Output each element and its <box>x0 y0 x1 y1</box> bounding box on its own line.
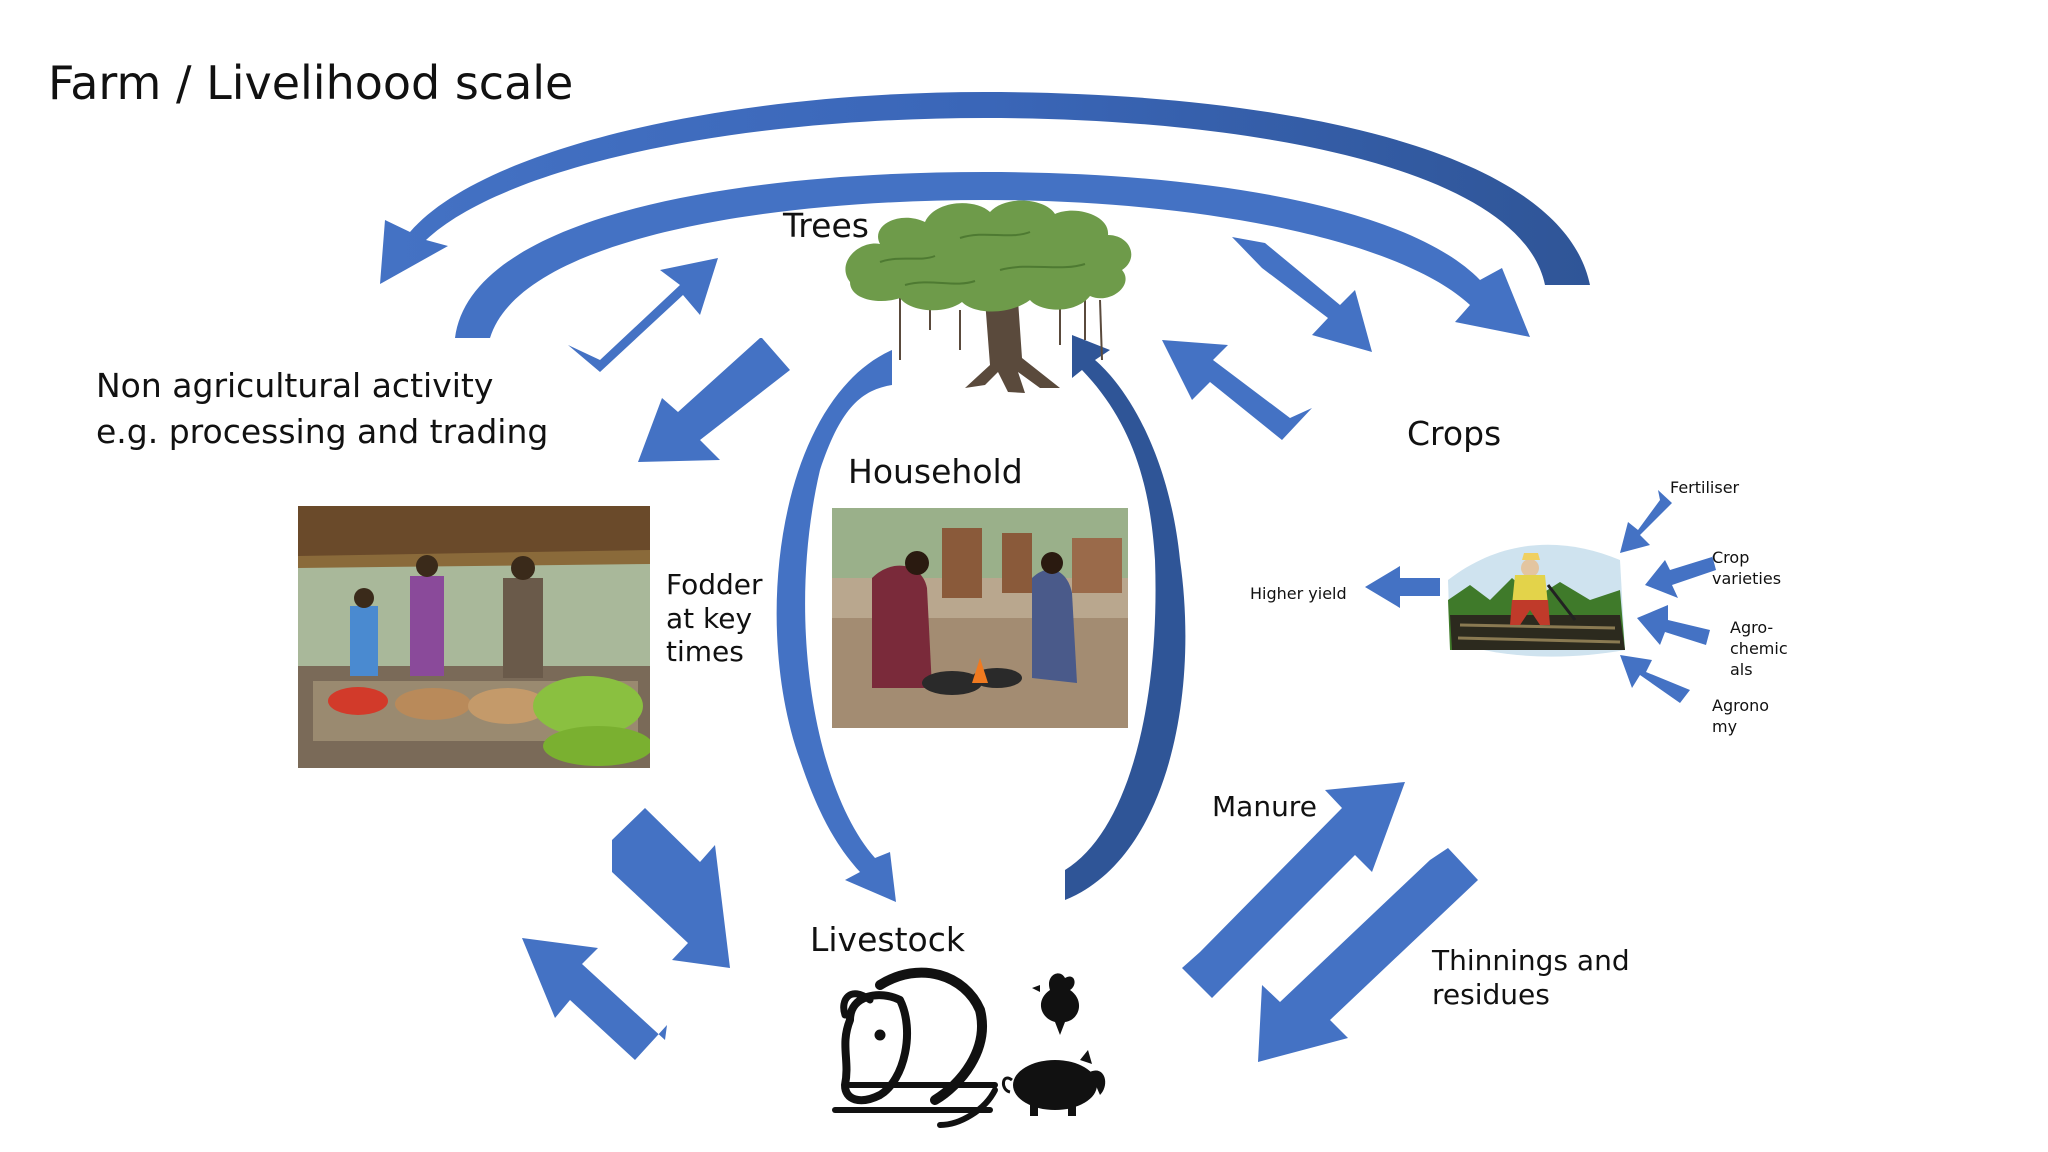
label-crop-varieties-line-2: varieties <box>1712 568 1782 588</box>
market-photo <box>298 506 650 768</box>
arrow-higher-yield <box>1365 566 1440 608</box>
label-thinnings-line-2: residues <box>1432 977 1550 1011</box>
label-agrochem-line-3: als <box>1730 659 1753 679</box>
label-fodder-line-3: times <box>666 635 744 669</box>
label-non-ag-line-1: Non agricultural activity <box>96 366 494 405</box>
arrow-fertiliser <box>1620 490 1672 553</box>
cow-icon <box>832 967 998 1128</box>
label-thinnings: Thinnings and residues <box>1432 944 1630 1011</box>
label-agrochem-line-2: chemic <box>1730 638 1788 658</box>
page-title: Farm / Livelihood scale <box>48 56 574 110</box>
tree-illustration <box>845 200 1132 393</box>
arrow-nonag-to-livestock <box>612 808 730 968</box>
label-non-agricultural-activity: Non agricultural activity e.g. processin… <box>96 366 548 451</box>
label-manure: Manure <box>1212 790 1317 823</box>
label-trees: Trees <box>783 206 869 245</box>
chicken-icon <box>1032 973 1080 1035</box>
label-crop-varieties-line-1: Crop <box>1712 548 1750 567</box>
label-higher-yield: Higher yield <box>1250 584 1347 603</box>
label-agronomy: Agrono my <box>1712 696 1769 738</box>
label-fodder-line-1: Fodder <box>666 568 763 601</box>
arrow-manure <box>1182 782 1405 998</box>
pig-icon <box>1002 1050 1106 1116</box>
arrow-agronomy <box>1620 655 1690 703</box>
label-fodder: Fodder at key times <box>666 568 763 669</box>
arrow-agrochemicals <box>1637 605 1710 645</box>
label-agronomy-line-2: my <box>1712 716 1738 736</box>
arrow-thinnings <box>1258 848 1478 1062</box>
straight-arrows <box>522 237 1716 1062</box>
label-agrochem-line-1: Agro- <box>1730 618 1774 637</box>
label-agrochemicals: Agro- chemic als <box>1730 618 1788 680</box>
label-non-ag-line-2: e.g. processing and trading <box>96 411 549 451</box>
curved-arrow-livestock-to-trees <box>1065 335 1186 900</box>
label-agronomy-line-1: Agrono <box>1712 696 1770 715</box>
curved-arrow-trees-to-livestock <box>776 350 896 902</box>
arrow-trees-to-crops <box>1232 237 1372 352</box>
arrow-livestock-to-nonag <box>522 938 667 1060</box>
label-livestock: Livestock <box>810 920 965 959</box>
arc-nonag-to-crops <box>455 172 1530 338</box>
farmer-illustration <box>1448 544 1625 657</box>
arrow-crops-to-trees <box>1162 340 1312 440</box>
arrow-trees-to-nonag <box>638 338 790 462</box>
label-household: Household <box>848 452 1023 491</box>
label-fodder-line-2: at key <box>666 601 753 635</box>
arrow-nonag-to-trees <box>568 258 718 372</box>
arrow-crop-varieties <box>1645 555 1716 598</box>
label-fertiliser: Fertiliser <box>1670 478 1740 497</box>
label-crop-varieties: Crop varieties <box>1712 548 1781 590</box>
label-thinnings-line-1: Thinnings and <box>1432 944 1630 977</box>
household-photo <box>832 508 1128 728</box>
arc-crops-to-nonag <box>380 92 1590 285</box>
label-crops: Crops <box>1407 414 1502 453</box>
